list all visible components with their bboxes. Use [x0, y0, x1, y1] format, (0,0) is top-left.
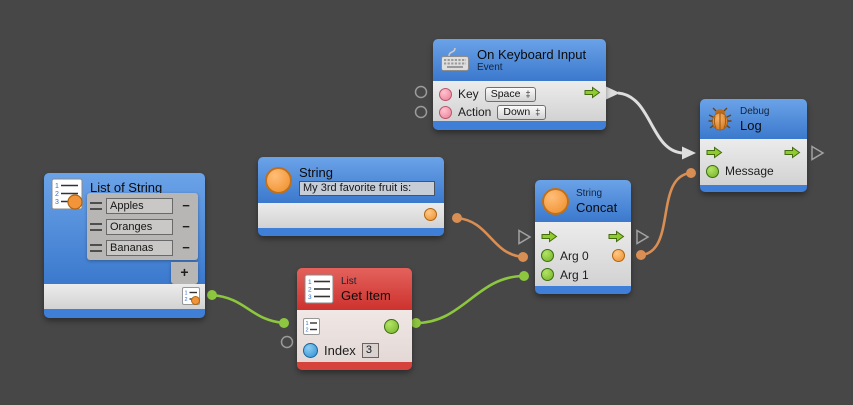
list-item-field[interactable]: Bananas	[106, 239, 173, 256]
list-items-panel: Apples − Oranges − Bananas −	[87, 193, 198, 260]
list-item-row: Bananas −	[90, 237, 195, 258]
node-title: Concat	[576, 199, 618, 215]
string-output-port[interactable]	[424, 208, 437, 221]
list-item-row: Apples −	[90, 195, 195, 216]
result-output-port[interactable]	[612, 249, 625, 262]
node-subtitle: Event	[477, 61, 503, 73]
list-input-port-icon[interactable]: 1 2	[303, 317, 320, 335]
action-label: Action	[458, 105, 492, 119]
wire-endpoint	[519, 271, 529, 281]
svg-text:1: 1	[306, 321, 309, 327]
index-label: Index	[324, 342, 356, 358]
svg-text:3: 3	[55, 199, 59, 206]
unconnected-port-indicator	[414, 85, 428, 99]
string-value-field[interactable]: My 3rd favorite fruit is:	[299, 180, 435, 196]
node-title: Get Item	[341, 287, 391, 303]
key-dropdown-value: Space	[490, 88, 521, 100]
node-list-of-string[interactable]: 1 2 3 List of String Apples − Oranges	[44, 173, 205, 318]
drag-handle-icon[interactable]	[90, 243, 102, 252]
wire-list-to-getitem[interactable]	[211, 293, 285, 325]
flow-input-port[interactable]	[541, 230, 558, 243]
node-string-concat[interactable]: String Concat Arg 0 Arg 1	[535, 180, 631, 294]
message-input-port[interactable]	[706, 164, 719, 178]
wire-getitem-to-concat[interactable]	[415, 274, 525, 325]
remove-item-button[interactable]: −	[182, 239, 190, 255]
flow-output-port[interactable]	[784, 146, 801, 159]
node-get-item[interactable]: 1 2 3 List Get Item 1 2	[297, 268, 412, 370]
action-dropdown-value: Down	[503, 106, 531, 118]
action-input-port[interactable]	[439, 105, 452, 119]
list-icon: 1 2 3	[51, 178, 83, 210]
popup-arrow-icon: ‡	[535, 107, 541, 117]
key-dropdown[interactable]: Space ‡	[484, 86, 537, 102]
unconnected-flow-indicator	[518, 229, 532, 245]
item-output-port[interactable]	[384, 318, 399, 334]
flow-output-port[interactable]	[608, 230, 625, 243]
wire-endpoint	[452, 213, 462, 223]
wire-flow-start-arrowhead	[606, 86, 620, 100]
wire-flow-end-arrowhead	[682, 146, 696, 160]
string-type-icon	[542, 187, 569, 215]
wire-string-to-concat[interactable]	[456, 216, 524, 259]
list-output-icon[interactable]: 1 2	[182, 287, 200, 305]
node-title: String	[299, 164, 333, 180]
bug-icon	[707, 106, 733, 132]
key-label: Key	[458, 87, 479, 101]
node-subtitle: List	[341, 275, 357, 287]
flow-output-port[interactable]	[584, 86, 601, 99]
node-string-literal[interactable]: String My 3rd favorite fruit is:	[258, 157, 444, 236]
message-label: Message	[725, 164, 774, 178]
wire-endpoint	[518, 252, 528, 262]
svg-text:3: 3	[308, 294, 312, 301]
node-on-keyboard-input[interactable]: On Keyboard Input Event Key Space ‡ Acti…	[433, 39, 606, 130]
flow-input-port[interactable]	[706, 146, 723, 159]
arg0-label: Arg 0	[560, 248, 589, 263]
list-item-row: Oranges −	[90, 216, 195, 237]
index-input-port[interactable]	[303, 342, 318, 358]
wire-endpoint	[207, 290, 217, 300]
node-subtitle: String	[576, 187, 603, 199]
wire-endpoint	[279, 318, 289, 328]
wire-concat-to-log[interactable]	[640, 171, 692, 257]
arg0-input-port[interactable]	[541, 249, 554, 262]
list-item-field[interactable]: Apples	[106, 197, 173, 214]
keyboard-icon	[440, 45, 470, 75]
wire-endpoint	[686, 168, 696, 178]
svg-text:2: 2	[185, 297, 188, 303]
unconnected-port-indicator	[414, 105, 428, 119]
node-title: List of String	[90, 180, 163, 195]
popup-arrow-icon: ‡	[525, 89, 531, 99]
wire-endpoint	[411, 318, 421, 328]
svg-text:2: 2	[55, 191, 59, 198]
list-icon: 1 2 3	[304, 274, 334, 304]
svg-text:1: 1	[308, 279, 312, 286]
remove-item-button[interactable]: −	[182, 218, 190, 234]
unconnected-flow-indicator	[636, 229, 650, 245]
arg1-label: Arg 1	[560, 267, 589, 282]
wire-flow-keyboard-to-log[interactable]	[617, 91, 683, 155]
node-title: Log	[740, 117, 762, 133]
remove-item-button[interactable]: −	[182, 197, 190, 213]
node-subtitle: Debug	[740, 105, 770, 117]
add-item-button[interactable]: +	[171, 262, 198, 284]
svg-text:1: 1	[185, 291, 188, 297]
unconnected-flow-indicator	[811, 145, 825, 161]
drag-handle-icon[interactable]	[90, 222, 102, 231]
node-title: On Keyboard Input	[477, 46, 587, 62]
unconnected-port-indicator	[280, 335, 294, 349]
key-input-port[interactable]	[439, 87, 452, 101]
node-debug-log[interactable]: Debug Log Message	[700, 99, 807, 192]
svg-text:2: 2	[308, 287, 312, 294]
index-field[interactable]: 3	[361, 342, 379, 358]
string-type-icon	[265, 166, 292, 194]
svg-text:1: 1	[55, 183, 59, 190]
arg1-input-port[interactable]	[541, 268, 554, 281]
list-item-field[interactable]: Oranges	[106, 218, 173, 235]
wire-endpoint	[636, 250, 646, 260]
svg-text:2: 2	[306, 327, 309, 333]
drag-handle-icon[interactable]	[90, 201, 102, 210]
action-dropdown[interactable]: Down ‡	[497, 104, 547, 120]
